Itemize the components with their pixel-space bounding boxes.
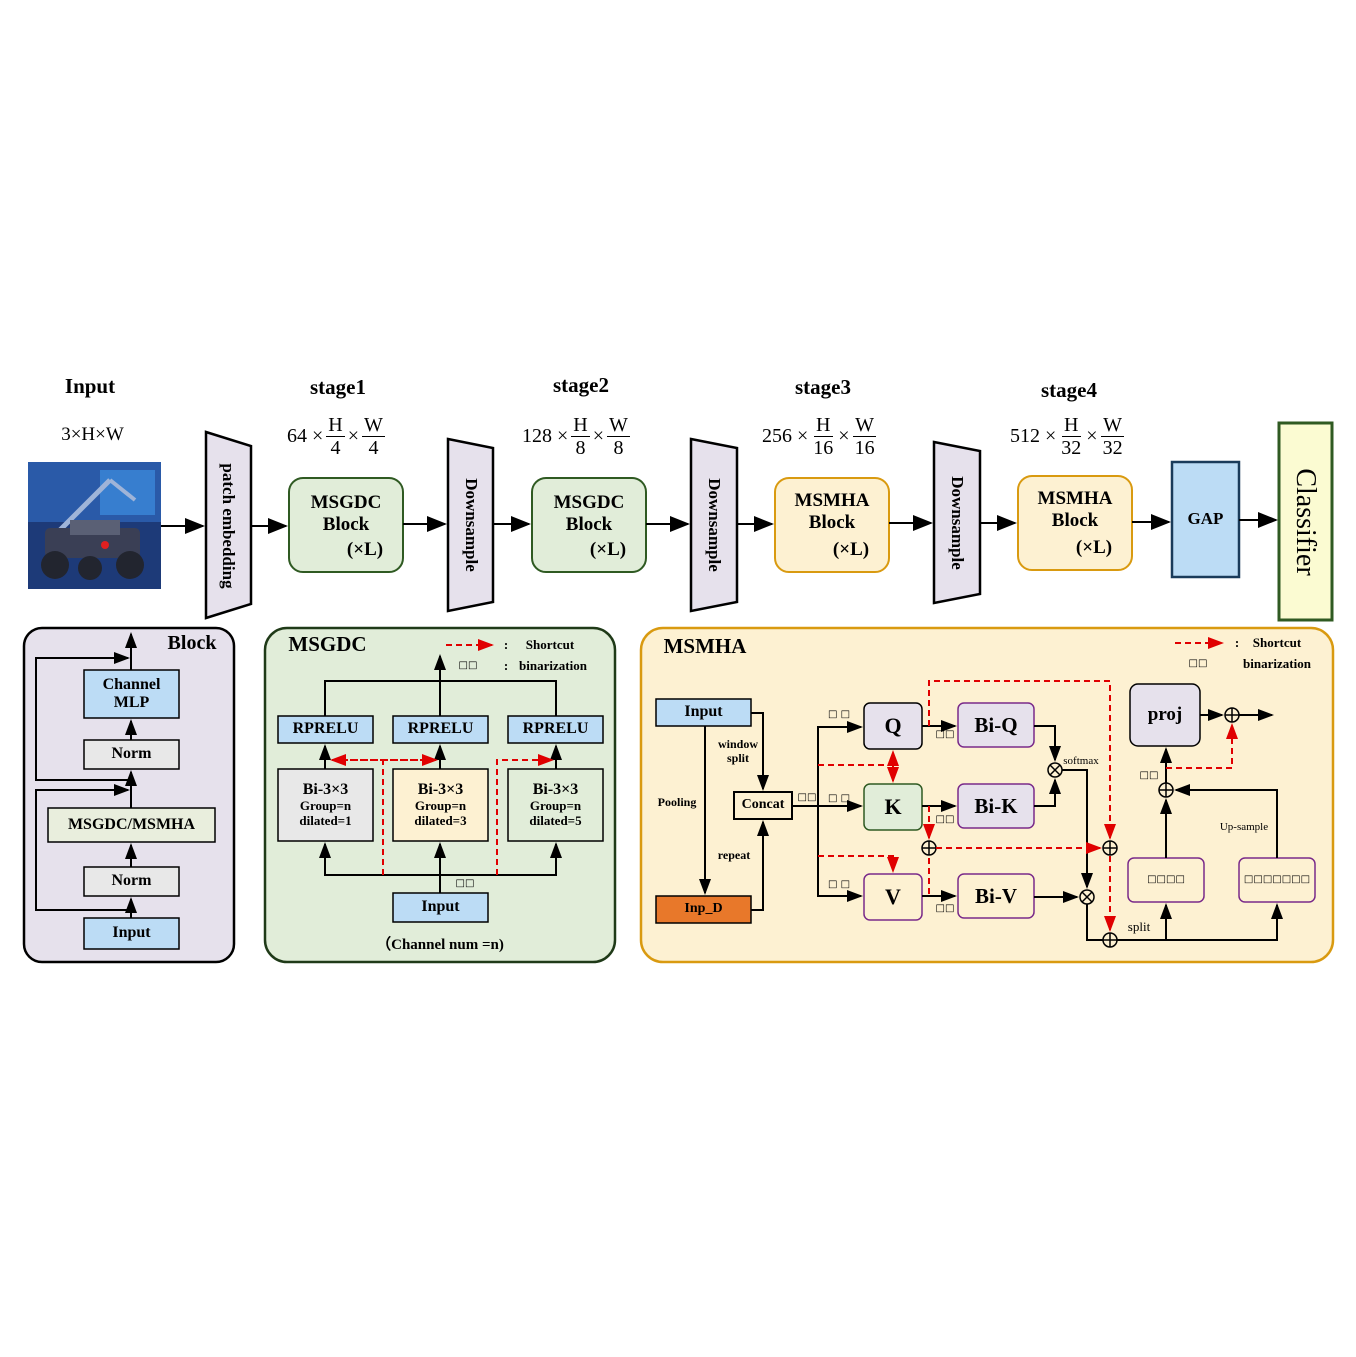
gap-shape	[1170, 460, 1241, 579]
msgdc-footer: （Channel num =n)	[376, 937, 504, 954]
stage4-title: stage4	[1041, 377, 1097, 402]
conv-branch-1: Bi-3×3 Group=n dilated=1	[299, 780, 352, 829]
stage1-block-label: MSGDC Block	[310, 492, 382, 535]
patch-embedding-label: patch embedding	[218, 463, 238, 589]
msmha-input-label: Input	[684, 703, 723, 721]
concat-label: Concat	[741, 797, 785, 813]
stage3-block-shape	[774, 477, 890, 573]
q-label: Q	[884, 713, 902, 739]
stage2-block-repeat: (×L)	[589, 539, 627, 561]
stage2-title: stage2	[553, 372, 609, 397]
k-label: K	[884, 794, 902, 820]
conv-branch-2: Bi-3×3 Group=n dilated=3	[414, 780, 467, 829]
msmha-legend-colon-1: :	[1234, 634, 1240, 650]
input-dimension: 3×H×W	[61, 424, 124, 446]
stage2-block-label: MSGDC Block	[553, 492, 625, 535]
channel-mlp-label: Channel MLP	[102, 675, 161, 711]
mix-label: MSGDC/MSMHA	[67, 815, 196, 833]
inp-d-label: Inp_D	[684, 901, 723, 917]
stage1-title: stage1	[310, 374, 366, 399]
repeat-label: repeat	[717, 848, 751, 863]
downsample-3-label: Downsample	[947, 476, 967, 570]
classifier-label: Classifier	[1290, 468, 1322, 576]
bi-v-label: Bi-V	[975, 883, 1017, 908]
msgdc-legend-placeholder: □□	[458, 660, 478, 672]
downsample-2-label: Downsample	[704, 478, 724, 572]
stage4-block-label: MSMHA Block	[1037, 488, 1113, 531]
softmax-label: softmax	[1063, 754, 1099, 767]
stage3-block-label: MSMHA Block	[794, 490, 870, 533]
up-sample-label: Up-sample	[1219, 820, 1269, 833]
stage3-title: stage3	[795, 374, 851, 399]
msgdc-legend-binarization: binarization	[519, 657, 587, 673]
window-split-label: window split	[717, 737, 758, 765]
msgdc-input-placeholder: □□	[455, 878, 475, 890]
norm-bottom-label: Norm	[111, 872, 152, 890]
patch-embedding-shape	[204, 430, 253, 620]
bi-q-label: Bi-Q	[974, 712, 1018, 737]
bi-q-placeholder: □□	[935, 729, 955, 741]
input-image	[28, 462, 161, 589]
downsample-1-label: Downsample	[461, 478, 481, 572]
split-box-b-label: □□□□□□□	[1243, 874, 1311, 886]
rprelu-2-label: RPRELU	[407, 720, 474, 738]
msgdc-input-label: Input	[421, 898, 460, 916]
msmha-legend-binarization: binarization	[1243, 655, 1311, 671]
downsample-2-shape	[689, 437, 739, 613]
proj-label: proj	[1147, 704, 1183, 726]
stage1-block-repeat: (×L)	[346, 539, 384, 561]
rprelu-1-label: RPRELU	[292, 720, 359, 738]
concat-out-placeholder: □□	[797, 792, 817, 804]
block-panel-title: Block	[167, 631, 217, 654]
stage3-block-repeat: (×L)	[832, 539, 870, 561]
downsample-1-shape	[446, 437, 495, 613]
conv-branch-3: Bi-3×3 Group=n dilated=5	[529, 780, 582, 829]
msmha-legend-shortcut: Shortcut	[1252, 634, 1302, 650]
msgdc-legend-shortcut: Shortcut	[525, 636, 575, 652]
proj-placeholder: □□	[1139, 770, 1159, 782]
split-box-a-label: □□□□	[1147, 874, 1185, 886]
bi-k-label: Bi-K	[974, 793, 1018, 818]
pooling-label: Pooling	[657, 795, 697, 810]
norm-top-label: Norm	[111, 745, 152, 763]
block-input-label: Input	[112, 924, 151, 942]
gap-label: GAP	[1187, 509, 1224, 529]
downsample-3-shape	[932, 440, 982, 605]
classifier-shape	[1277, 421, 1334, 622]
k-placeholder: □ □	[827, 793, 851, 805]
bi-k-placeholder: □□	[935, 814, 955, 826]
rprelu-3-label: RPRELU	[522, 720, 589, 738]
msmha-panel-title: MSMHA	[663, 633, 747, 658]
msgdc-legend-colon-2: :	[503, 657, 509, 673]
msgdc-legend-colon-1: :	[503, 636, 509, 652]
v-label: V	[885, 884, 901, 910]
split-label: split	[1127, 918, 1151, 934]
stage4-block-repeat: (×L)	[1075, 537, 1113, 559]
v-placeholder: □ □	[827, 879, 851, 891]
msmha-legend-placeholder: □□	[1188, 658, 1208, 670]
msgdc-panel-title: MSGDC	[288, 631, 367, 656]
bi-v-placeholder: □□	[935, 903, 955, 915]
input-title: Input	[64, 373, 116, 398]
q-placeholder: □ □	[827, 709, 851, 721]
